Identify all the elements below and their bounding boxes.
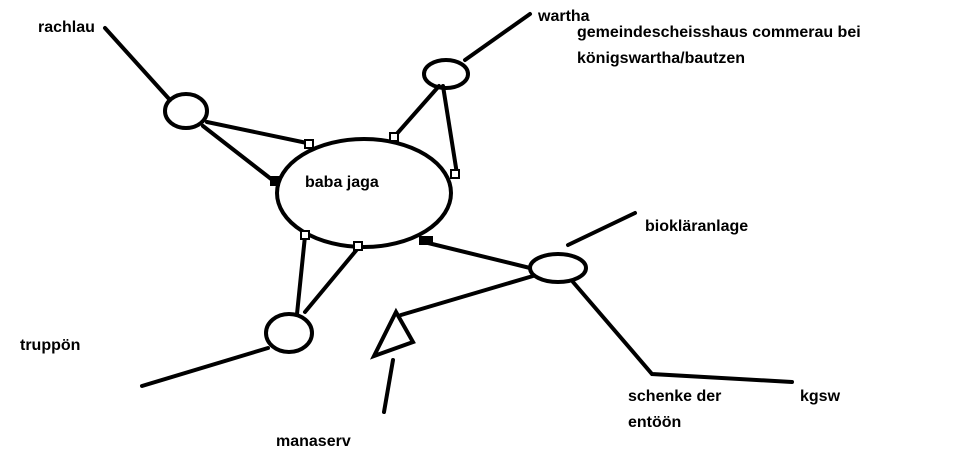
label-schenke-line1: schenke der [628,388,722,405]
port-square [300,230,310,240]
label-schenke-line2: entöön [628,414,682,431]
label-wartha: wartha [538,8,590,25]
edge-truppoen-leader [140,346,270,388]
port-square [304,139,314,149]
edge-rachlau-top [205,120,309,145]
edge-truppoen-right [303,245,361,314]
edge-manaserv-leader [382,358,395,414]
port-square [450,169,460,179]
edge-wartha-leader [463,12,532,62]
node-biokl [528,252,588,284]
label-rachlau: rachlau [38,19,95,36]
port-square [419,236,433,245]
edge-biokl-manaserv [399,274,535,317]
port-square [270,176,280,186]
node-manaserv-triangle [369,307,416,360]
edge-rachlau-bottom [201,124,277,184]
edge-wartha-right [441,84,459,176]
edge-schenke-kgsw [571,280,794,384]
edge-wartha-left [392,84,441,139]
node-center-baba-jaga [275,137,453,249]
node-truppoen [264,312,314,354]
label-kgsw: kgsw [800,388,841,405]
label-gemeindescheisshaus: gemeindescheisshaus commerau bei königsw… [577,24,861,67]
edge-biokl-leader [566,211,637,247]
edge-biokl-center [422,240,532,270]
label-bioklaeranlage: biokläranlage [645,218,749,235]
node-wartha [422,58,470,90]
label-manaserv: manaserv [276,433,351,450]
label-baba-jaga: baba jaga [305,174,379,191]
edge-truppoen-left [295,234,307,316]
port-square [353,241,363,251]
edge-rachlau-leader [103,26,172,102]
port-square [389,132,399,142]
node-rachlau [163,92,209,130]
label-truppoen: truppön [20,337,81,354]
